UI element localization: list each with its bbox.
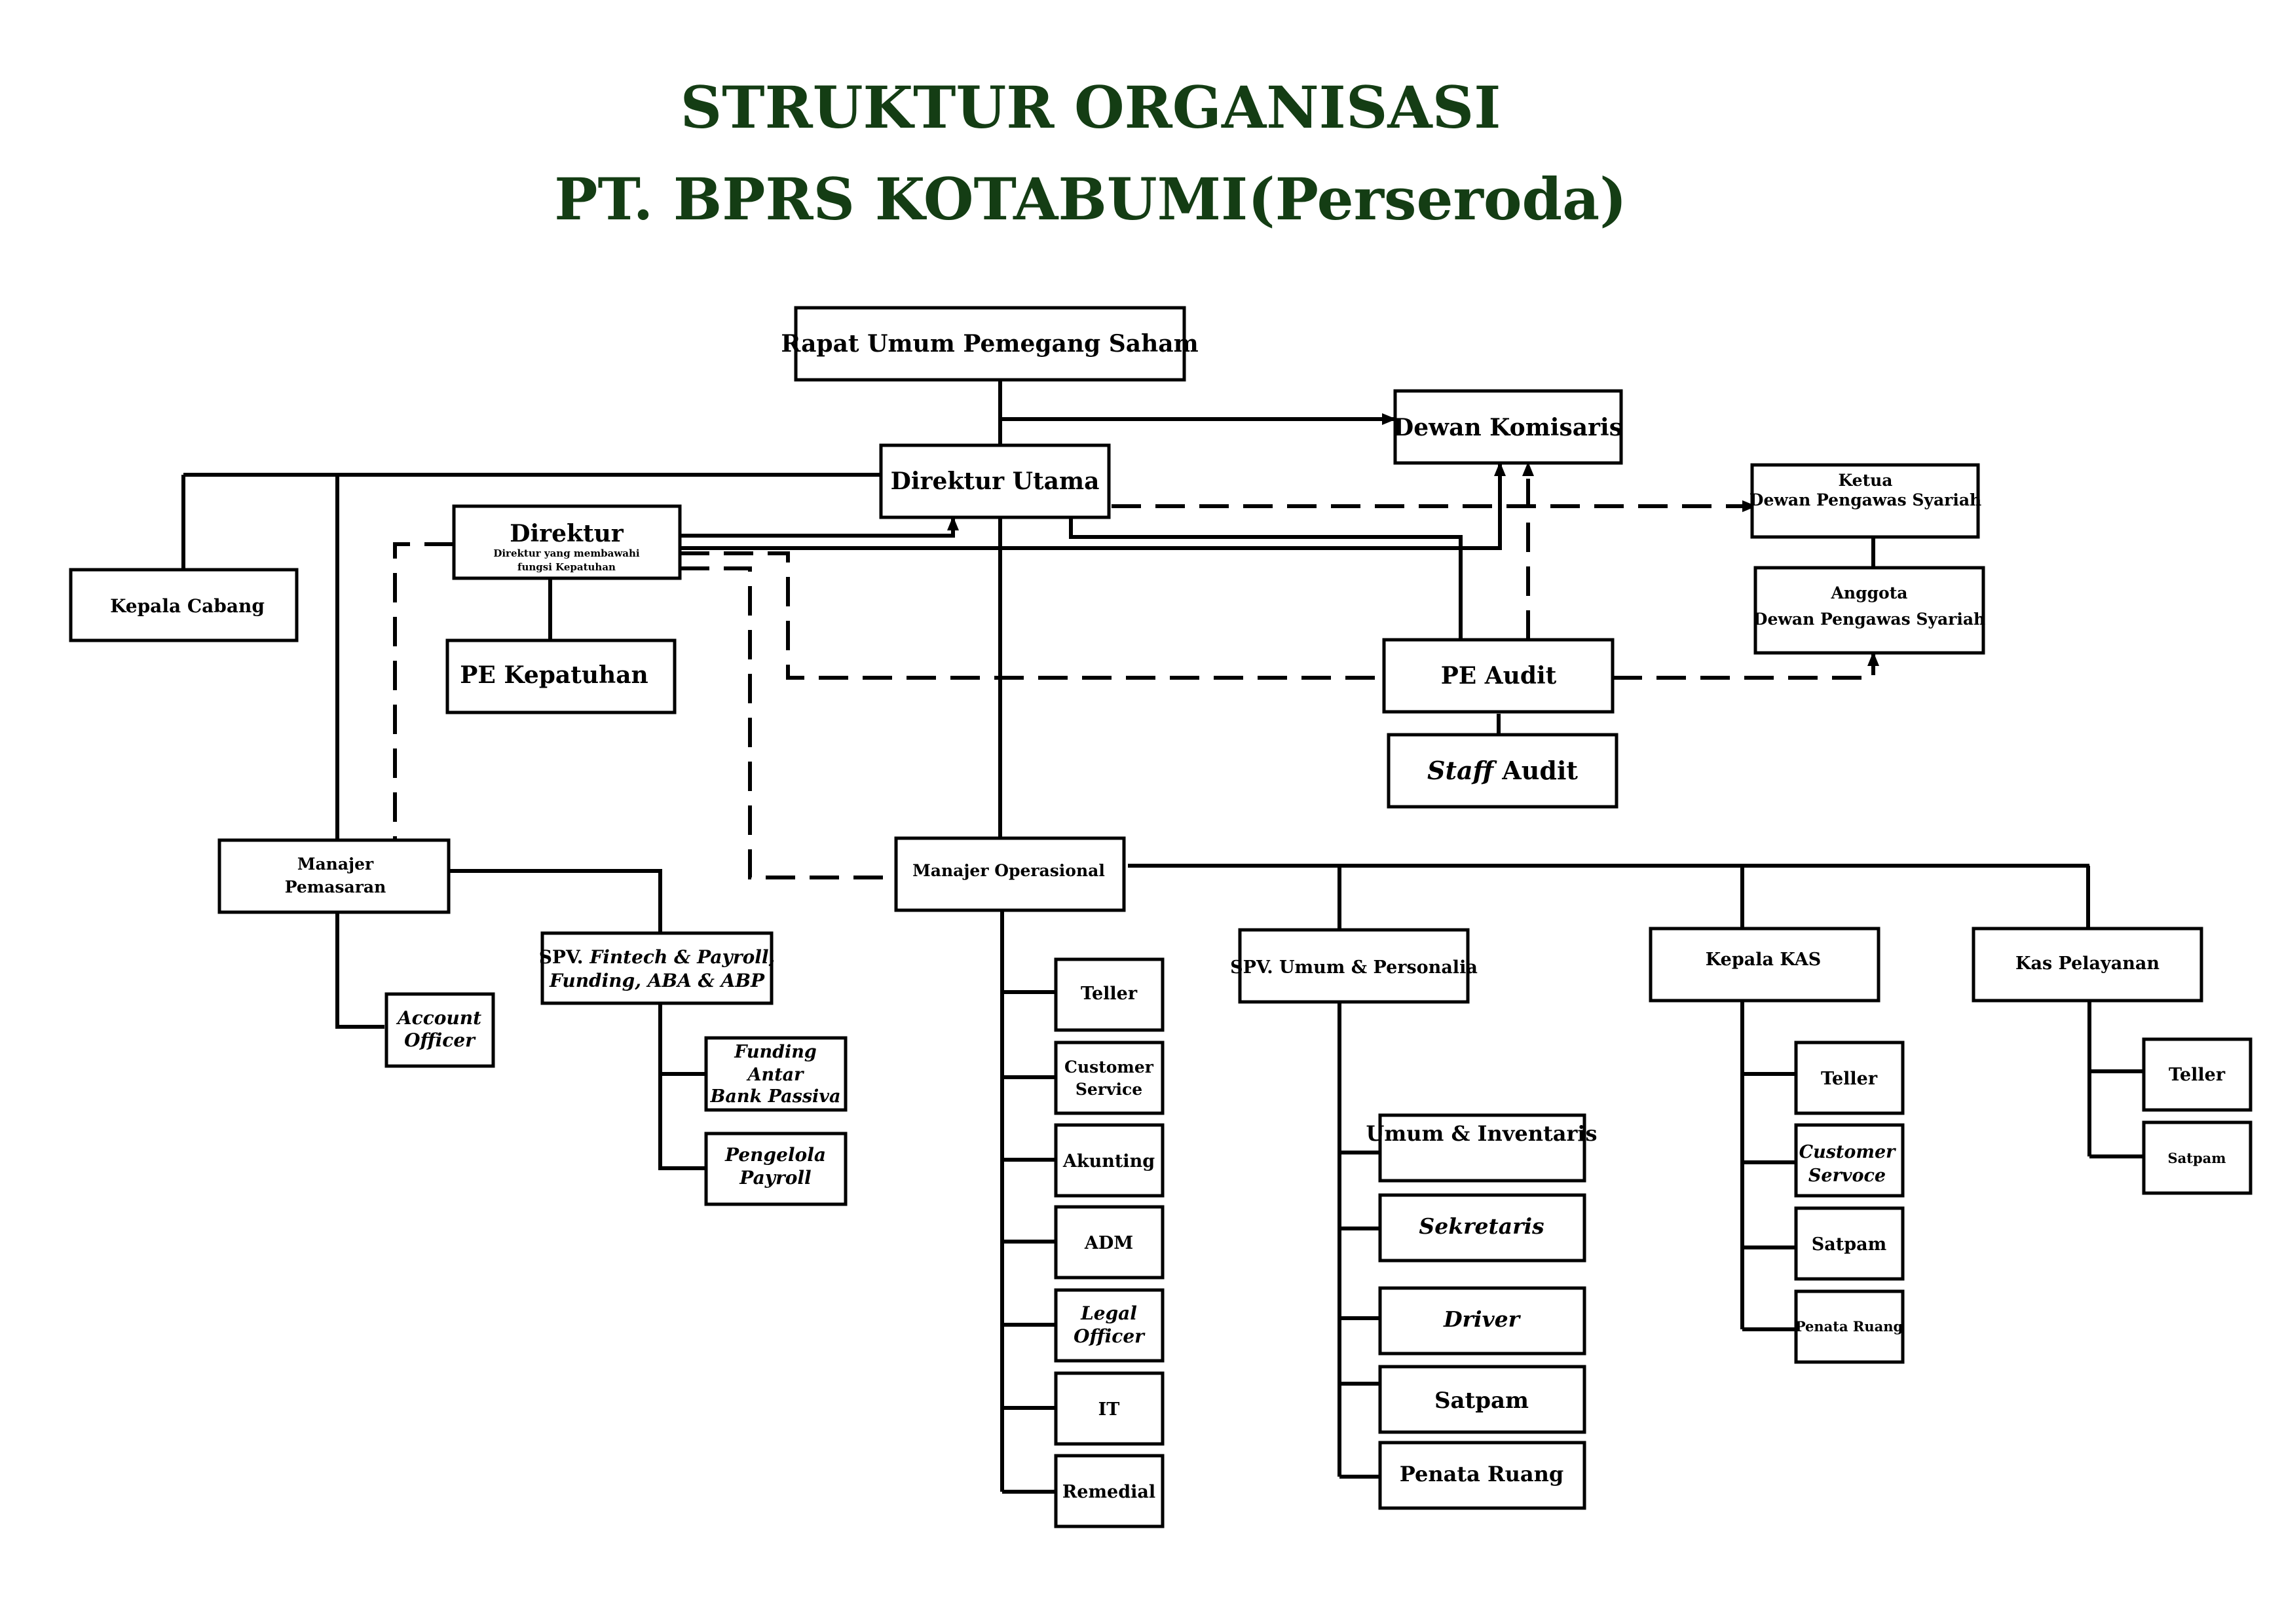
direktur-sub2: fungsi Kepatuhan <box>517 561 616 573</box>
pengelola-payroll-line1: Pengelola <box>724 1144 826 1166</box>
umum-inventaris-label: Umum & Inventaris <box>1366 1121 1597 1146</box>
staff-audit-node[interactable]: Staff Audit <box>1387 733 1618 809</box>
staff-audit-label: Staff Audit <box>1427 756 1578 785</box>
kas-teller-node[interactable]: Teller <box>1794 1041 1905 1115</box>
kas-customer-line2: Servoce <box>1808 1166 1886 1186</box>
ketua-dps-node[interactable]: Ketua Dewan Pengawas Syariah <box>1749 463 1981 539</box>
remedial-node[interactable]: Remedial <box>1054 1454 1165 1528</box>
manajer-pemasaran-line1: Manajer <box>297 855 374 874</box>
kepala-cabang-node[interactable]: Kepala Cabang <box>69 568 299 642</box>
ketua-dps-line1: Ketua <box>1838 471 1892 490</box>
driver-label: Driver <box>1443 1306 1522 1332</box>
customer-service-line2: Service <box>1076 1080 1142 1099</box>
legal-officer-line1: Legal <box>1080 1302 1137 1324</box>
spv-umum-label: SPV. Umum & Personalia <box>1230 957 1478 978</box>
kas-pelayanan-node[interactable]: Kas Pelayanan <box>1972 927 2203 1003</box>
umum-penata-ruang-node[interactable]: Penata Ruang <box>1378 1441 1586 1510</box>
direktur-label: Direktur <box>510 520 624 547</box>
kas-teller-label: Teller <box>1821 1069 1878 1089</box>
customer-service-line1: Customer <box>1064 1058 1154 1077</box>
funding-antar-bank-line1: Funding <box>734 1042 817 1062</box>
direktur-sub1: Direktur yang membawahi <box>493 547 640 559</box>
sekretaris-node[interactable]: Sekretaris <box>1378 1193 1586 1263</box>
umum-penata-ruang-label: Penata Ruang <box>1400 1462 1563 1486</box>
kp-satpam-node[interactable]: Satpam <box>2142 1120 2253 1195</box>
kp-teller-label: Teller <box>2169 1065 2226 1085</box>
dewan-komisaris-label: Dewan Komisaris <box>1393 414 1622 441</box>
remedial-label: Remedial <box>1062 1482 1155 1502</box>
anggota-dps-line2: Dewan Pengawas Syariah <box>1753 610 1985 629</box>
it-label: IT <box>1098 1399 1120 1420</box>
spv-fintech-line1: SPV. Fintech & Payroll, <box>539 946 776 968</box>
kp-satpam-label: Satpam <box>2168 1150 2226 1166</box>
kp-teller-node[interactable]: Teller <box>2142 1037 2253 1112</box>
direktur-utama-label: Direktur Utama <box>891 468 1100 495</box>
dashed-lines <box>393 462 1879 879</box>
chart-title-line2: PT. BPRS KOTABUMI(Perseroda) <box>554 165 1626 233</box>
funding-antar-bank-node[interactable]: Funding Antar Bank Passiva <box>704 1036 848 1112</box>
pe-audit-label: PE Audit <box>1441 662 1557 690</box>
kepala-cabang-label: Kepala Cabang <box>110 595 265 617</box>
ketua-dps-line2: Dewan Pengawas Syariah <box>1749 490 1981 509</box>
umum-satpam-node[interactable]: Satpam <box>1378 1365 1586 1434</box>
chart-title-line1: STRUKTUR ORGANISASI <box>681 73 1501 141</box>
kas-satpam-node[interactable]: Satpam <box>1794 1206 1905 1281</box>
ops-teller-node[interactable]: Teller <box>1054 957 1165 1032</box>
account-officer-line1: Account <box>396 1007 481 1029</box>
connector-lines <box>181 380 2144 1494</box>
account-officer-line2: Officer <box>404 1029 476 1051</box>
umum-satpam-label: Satpam <box>1434 1388 1529 1414</box>
manajer-pemasaran-node[interactable]: Manajer Pemasaran <box>217 838 451 914</box>
funding-antar-bank-line2: Antar <box>746 1065 805 1085</box>
driver-node[interactable]: Driver <box>1378 1286 1586 1356</box>
anggota-dps-node[interactable]: Anggota Dewan Pengawas Syariah <box>1753 566 1985 655</box>
legal-officer-node[interactable]: Legal Officer <box>1054 1288 1165 1363</box>
rups-node[interactable]: Rapat Umum Pemegang Saham <box>781 306 1199 382</box>
kas-satpam-label: Satpam <box>1812 1234 1886 1255</box>
kepala-kas-label: Kepala KAS <box>1706 950 1821 970</box>
it-node[interactable]: IT <box>1054 1371 1165 1446</box>
rups-label: Rapat Umum Pemegang Saham <box>781 330 1198 358</box>
spv-fintech-node[interactable]: SPV. Fintech & Payroll, Funding, ABA & A… <box>539 931 776 1005</box>
legal-officer-line2: Officer <box>1074 1325 1146 1347</box>
umum-inventaris-node[interactable]: Umum & Inventaris <box>1366 1113 1598 1183</box>
direktur-utama-node[interactable]: Direktur Utama <box>879 443 1111 519</box>
manajer-operasional-label: Manajer Operasional <box>912 861 1105 880</box>
customer-service-node[interactable]: Customer Service <box>1054 1041 1165 1115</box>
pe-kepatuhan-label: PE Kepatuhan <box>460 661 648 689</box>
manajer-pemasaran-line2: Pemasaran <box>285 877 386 896</box>
spv-fintech-line2: Funding, ABA & ABP <box>549 970 765 991</box>
pengelola-payroll-line2: Payroll <box>739 1167 811 1189</box>
pe-kepatuhan-node[interactable]: PE Kepatuhan <box>445 638 677 714</box>
pengelola-payroll-node[interactable]: Pengelola Payroll <box>704 1132 848 1206</box>
kepala-kas-node[interactable]: Kepala KAS <box>1649 927 1880 1003</box>
spv-umum-node[interactable]: SPV. Umum & Personalia <box>1230 928 1478 1004</box>
adm-node[interactable]: ADM <box>1054 1205 1165 1280</box>
direktur-node[interactable]: Direktur Direktur yang membawahi fungsi … <box>452 504 682 580</box>
kas-customer-node[interactable]: Customer Servoce <box>1794 1123 1905 1198</box>
kas-penata-ruang-node[interactable]: Penata Ruang <box>1794 1289 1905 1364</box>
kas-pelayanan-label: Kas Pelayanan <box>2015 953 2160 974</box>
adm-label: ADM <box>1084 1233 1133 1253</box>
dewan-komisaris-node[interactable]: Dewan Komisaris <box>1393 389 1623 465</box>
kas-customer-line1: Customer <box>1799 1142 1897 1162</box>
manajer-operasional-node[interactable]: Manajer Operasional <box>894 836 1126 912</box>
akunting-label: Akunting <box>1062 1151 1155 1172</box>
akunting-node[interactable]: Akunting <box>1054 1123 1165 1198</box>
ops-teller-label: Teller <box>1081 984 1138 1004</box>
funding-antar-bank-line3: Bank Passiva <box>710 1086 841 1107</box>
anggota-dps-line1: Anggota <box>1831 583 1908 602</box>
kas-penata-ruang-label: Penata Ruang <box>1795 1318 1903 1335</box>
pe-audit-node[interactable]: PE Audit <box>1382 638 1615 714</box>
account-officer-node[interactable]: Account Officer <box>384 992 495 1068</box>
sekretaris-label: Sekretaris <box>1419 1213 1544 1239</box>
